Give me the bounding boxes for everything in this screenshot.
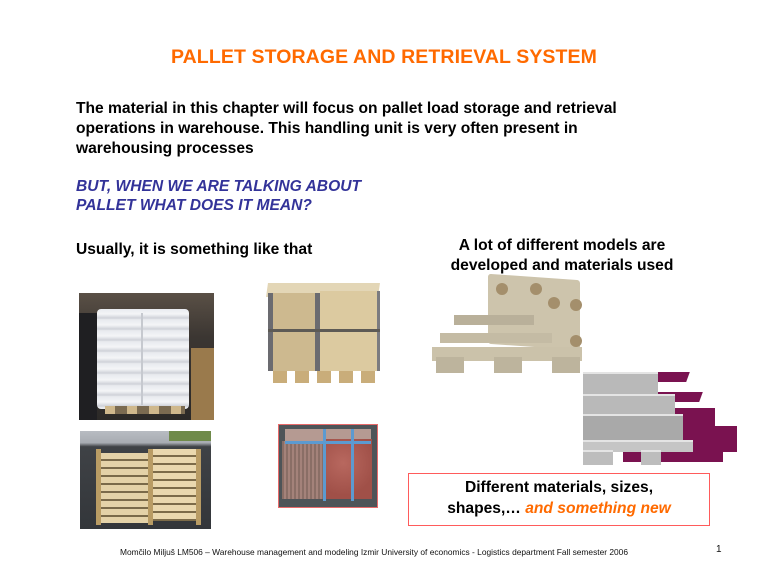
slide-footer: Momčilo Miljuš LM506 – Warehouse managem…: [120, 547, 628, 557]
models-caption: A lot of different models are developed …: [392, 236, 732, 276]
question-line: PALLET WHAT DOES IT MEAN?: [76, 197, 312, 214]
molded-pulp-pallets-photo: [430, 273, 590, 375]
slatted-crate-pallet-photo: [80, 431, 211, 529]
intro-line: warehousing processes: [76, 140, 254, 157]
usually-caption: Usually, it is something like that: [76, 241, 313, 258]
callout-plain-text: shapes,…: [447, 500, 526, 517]
models-caption-line: developed and materials used: [450, 257, 674, 274]
question-line: BUT, WHEN WE ARE TALKING ABOUT: [76, 178, 361, 195]
page-number: 1: [716, 544, 722, 555]
bagged-load-pallet-photo: [79, 293, 214, 420]
stone-tile-pallet-photo: [278, 424, 378, 508]
slide-title: PALLET STORAGE AND RETRIEVAL SYSTEM: [170, 46, 598, 68]
intro-paragraph: The material in this chapter will focus …: [76, 99, 716, 159]
wooden-box-pallet-photo: [265, 283, 382, 388]
callout-emphasis-text: and something new: [525, 500, 671, 517]
callout-line-2: shapes,… and something new: [409, 498, 709, 519]
plastic-pallets-photo: [583, 370, 738, 465]
callout-line-1: Different materials, sizes,: [464, 479, 654, 496]
pallet-question: BUT, WHEN WE ARE TALKING ABOUT PALLET WH…: [76, 177, 406, 215]
models-caption-line: A lot of different models are: [458, 237, 666, 254]
intro-line: operations in warehouse. This handling u…: [76, 120, 578, 137]
callout-box: Different materials, sizes, shapes,… and…: [408, 473, 710, 526]
intro-line: The material in this chapter will focus …: [76, 100, 617, 117]
